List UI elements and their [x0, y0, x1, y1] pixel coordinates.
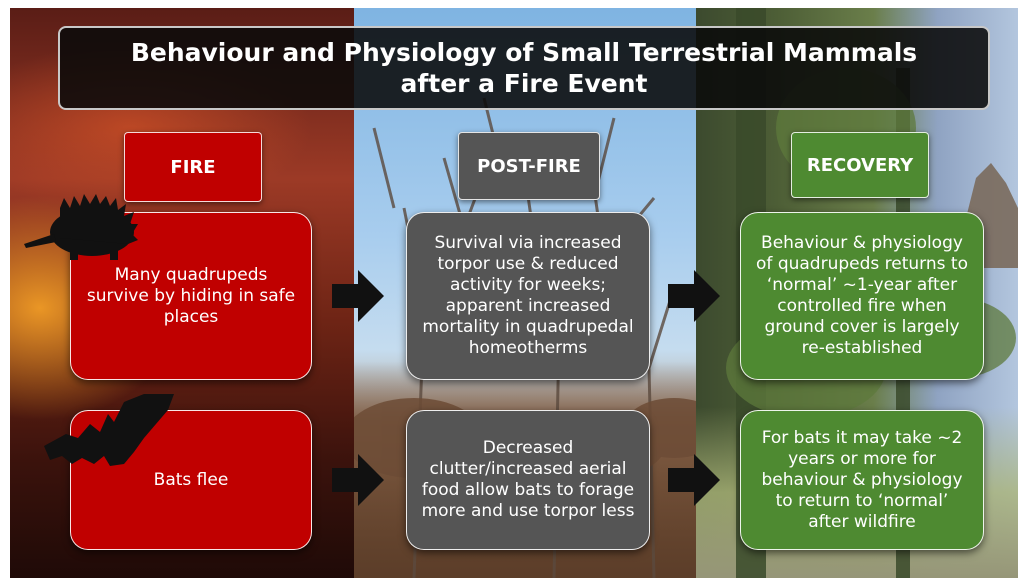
- post-fire-bats-box: Decreased clutter/increased aerial food …: [406, 410, 650, 550]
- right-arrow-icon: [332, 454, 384, 506]
- right-arrow-icon: [668, 454, 720, 506]
- recovery-quadrupeds-box: Behaviour & physiology of quadrupeds ret…: [740, 212, 984, 380]
- right-arrow-icon: [668, 270, 720, 322]
- recovery-bats-box: For bats it may take ~2 years or more fo…: [740, 410, 984, 550]
- right-arrow-icon: [332, 270, 384, 322]
- echidna-silhouette-icon: [24, 194, 138, 260]
- bat-silhouette-icon: [44, 394, 174, 466]
- post-fire-header: POST-FIRE: [458, 132, 600, 200]
- slide: Behaviour and Physiology of Small Terres…: [10, 8, 1018, 578]
- fire-header: FIRE: [124, 132, 262, 202]
- recovery-header: RECOVERY: [791, 132, 929, 198]
- slide-title: Behaviour and Physiology of Small Terres…: [58, 26, 990, 110]
- post-fire-quadrupeds-box: Survival via increased torpor use & redu…: [406, 212, 650, 380]
